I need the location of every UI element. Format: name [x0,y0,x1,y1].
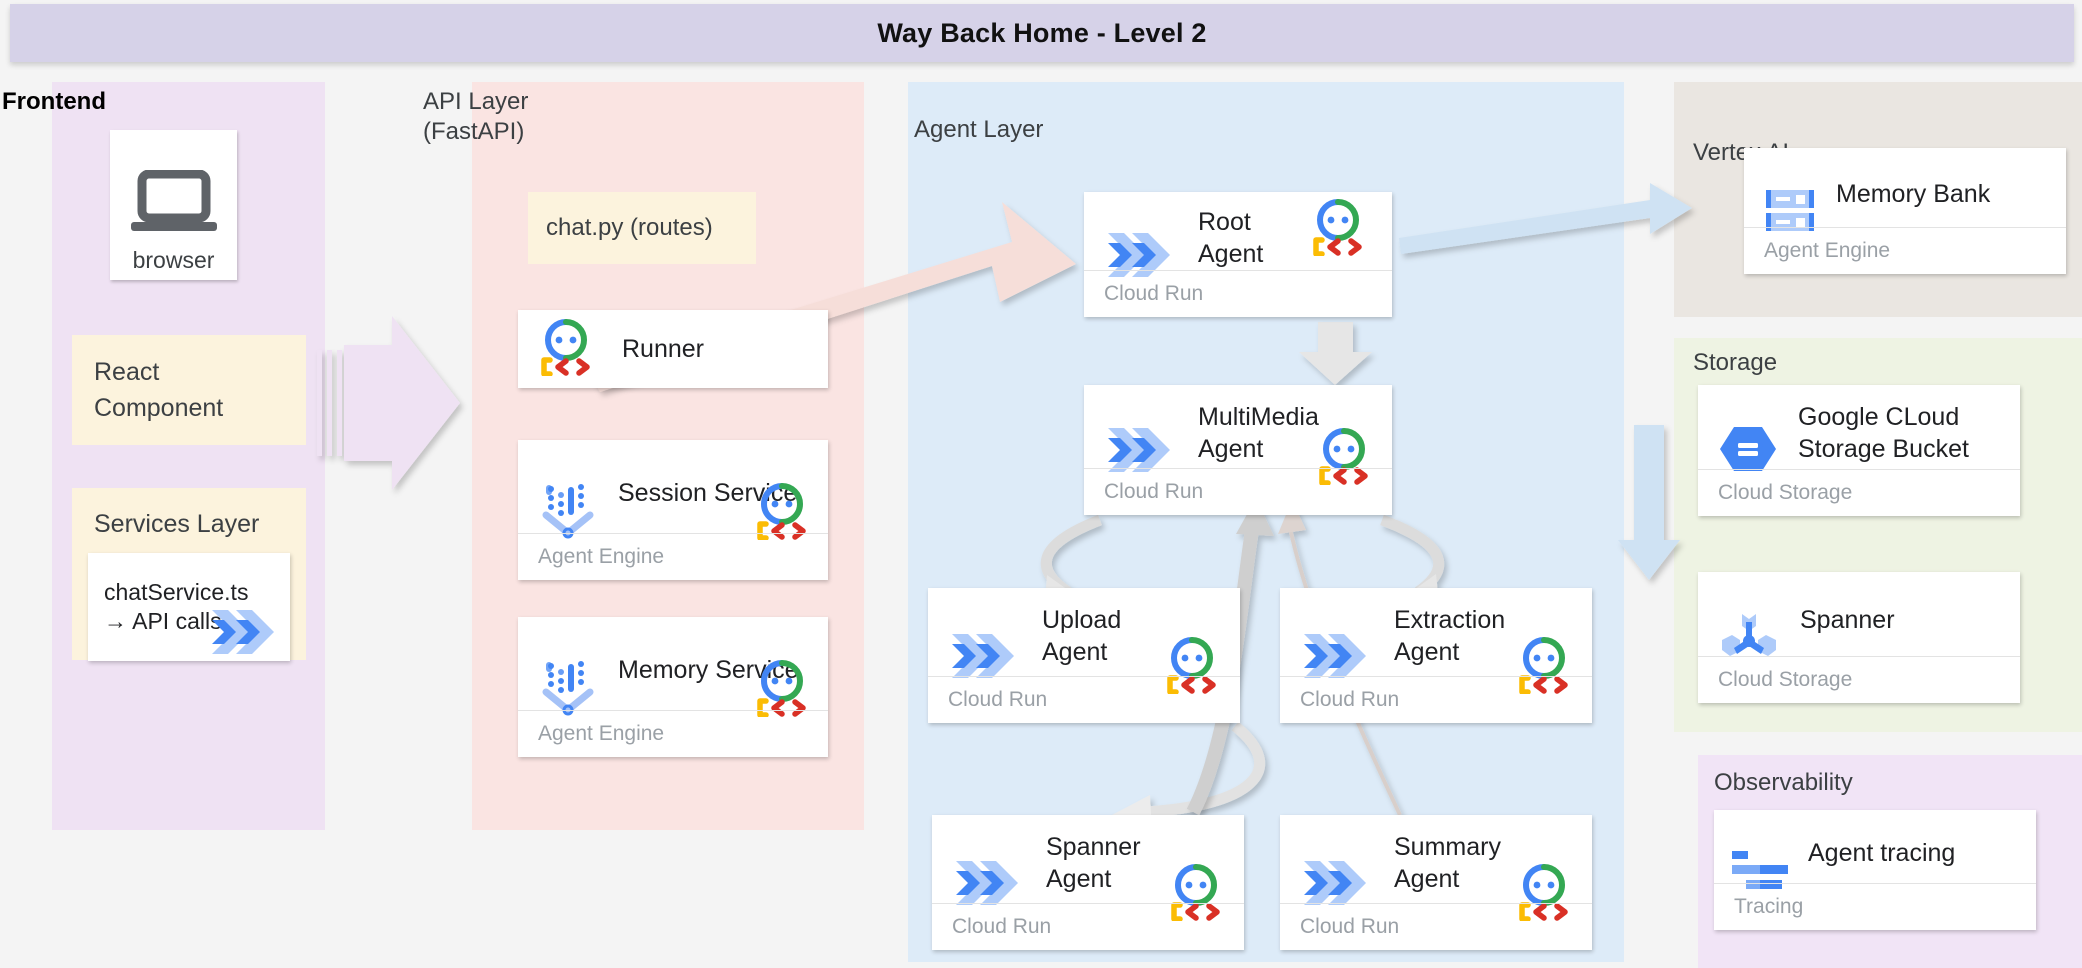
card-memory-bank-title: Memory Bank [1836,180,1991,208]
card-spanner-agent[interactable]: Spanner Agent Cloud Run [932,815,1244,950]
group-label-storage: Storage [1693,349,1778,376]
agent-engine-icon [540,658,596,716]
card-runner-title: Runner [622,335,704,363]
card-extraction-agent[interactable]: Extraction Agent Cloud Run [1280,588,1592,723]
card-agent-tracing-title: Agent tracing [1808,839,1956,867]
adk-icon [534,318,598,377]
group-label-agent-layer: Agent Layer [914,116,1044,143]
card-multimedia-agent[interactable]: MultiMedia Agent Cloud Run [1084,385,1392,515]
card-memory-bank[interactable]: Memory Bank Agent Engine [1744,148,2066,274]
services-layer-label: Services Layer [94,510,260,538]
group-label-observability: Observability [1714,769,1853,796]
card-summary-agent-title: Summary Agent [1394,832,1501,893]
adk-icon [1160,636,1224,695]
box-react-component: React Component [72,335,306,445]
card-multimedia-agent-footer: Cloud Run [1084,468,1392,515]
card-runner[interactable]: Runner [518,310,828,388]
card-upload-agent-footer: Cloud Run [928,676,1240,723]
card-extraction-agent-title: Extraction Agent [1394,605,1506,666]
card-root-agent[interactable]: Root Agent Cloud Run [1084,192,1392,317]
cloud-run-icon [1298,628,1376,684]
cloud-run-icon [1298,855,1376,911]
adk-icon [1306,198,1370,257]
card-agent-tracing[interactable]: Agent tracing Tracing [1714,810,2036,930]
cloud-run-icon [206,604,284,661]
agent-engine-icon [540,481,596,539]
card-gcs-bucket-footer: Cloud Storage [1698,469,2020,516]
card-spanner[interactable]: Spanner Cloud Storage [1698,572,2020,703]
card-upload-agent[interactable]: Upload Agent Cloud Run [928,588,1240,723]
card-spanner-footer: Cloud Storage [1698,656,2020,703]
card-gcs-bucket-title: Google CLoud Storage Bucket [1798,402,1969,463]
memory-bank-icon [1764,188,1816,234]
arrow-agent-to-storage [1618,425,1680,580]
group-label-api-layer: API Layer (FastAPI) [423,88,529,145]
adk-icon [1512,863,1576,922]
card-root-agent-footer: Cloud Run [1084,270,1392,317]
card-extraction-agent-footer: Cloud Run [1280,676,1592,723]
card-summary-agent[interactable]: Summary Agent Cloud Run [1280,815,1592,950]
card-spanner-agent-footer: Cloud Run [932,903,1244,950]
card-browser-label: browser [132,247,215,273]
card-chat-service-title: chatService.ts → API calls [104,578,249,634]
cloud-run-icon [946,628,1024,684]
page-title: Way Back Home - Level 2 [877,17,1207,48]
card-agent-tracing-footer: Tracing [1714,883,2036,930]
window-title-bar: Way Back Home - Level 2 [10,4,2074,62]
box-chat-py-routes: chat.py (routes) [528,192,756,264]
adk-icon [1164,863,1228,922]
cloud-run-icon [1102,227,1180,283]
card-browser[interactable]: browser [110,130,237,280]
card-root-agent-title: Root Agent [1198,207,1264,268]
adk-icon [1312,427,1376,486]
adk-icon [1512,636,1576,695]
card-spanner-agent-title: Spanner Agent [1046,832,1141,893]
card-spanner-title: Spanner [1800,605,1895,634]
card-memory-service-footer: Agent Engine [518,710,828,757]
card-session-service[interactable]: Session Service Agent Engine [518,440,828,580]
tracing-icon [1732,849,1790,891]
arrow-frontend-to-api [317,316,460,490]
adk-icon [750,482,814,541]
laptop-icon [128,169,220,245]
card-multimedia-agent-title: MultiMedia Agent [1198,403,1319,463]
adk-icon [750,659,814,718]
card-session-service-footer: Agent Engine [518,533,828,580]
card-memory-service[interactable]: Memory Service Agent Engine [518,617,828,757]
cloud-run-icon [950,855,1028,911]
cloud-storage-icon [1718,423,1778,479]
cloud-run-icon [1102,422,1180,478]
card-chat-service[interactable]: chatService.ts → API calls [88,553,290,661]
card-summary-agent-footer: Cloud Run [1280,903,1592,950]
card-memory-bank-footer: Agent Engine [1744,227,2066,274]
spanner-icon [1718,610,1780,666]
card-upload-agent-title: Upload Agent [1042,605,1122,666]
card-gcs-bucket[interactable]: Google CLoud Storage Bucket Cloud Storag… [1698,385,2020,516]
group-label-frontend: Frontend [2,88,106,115]
